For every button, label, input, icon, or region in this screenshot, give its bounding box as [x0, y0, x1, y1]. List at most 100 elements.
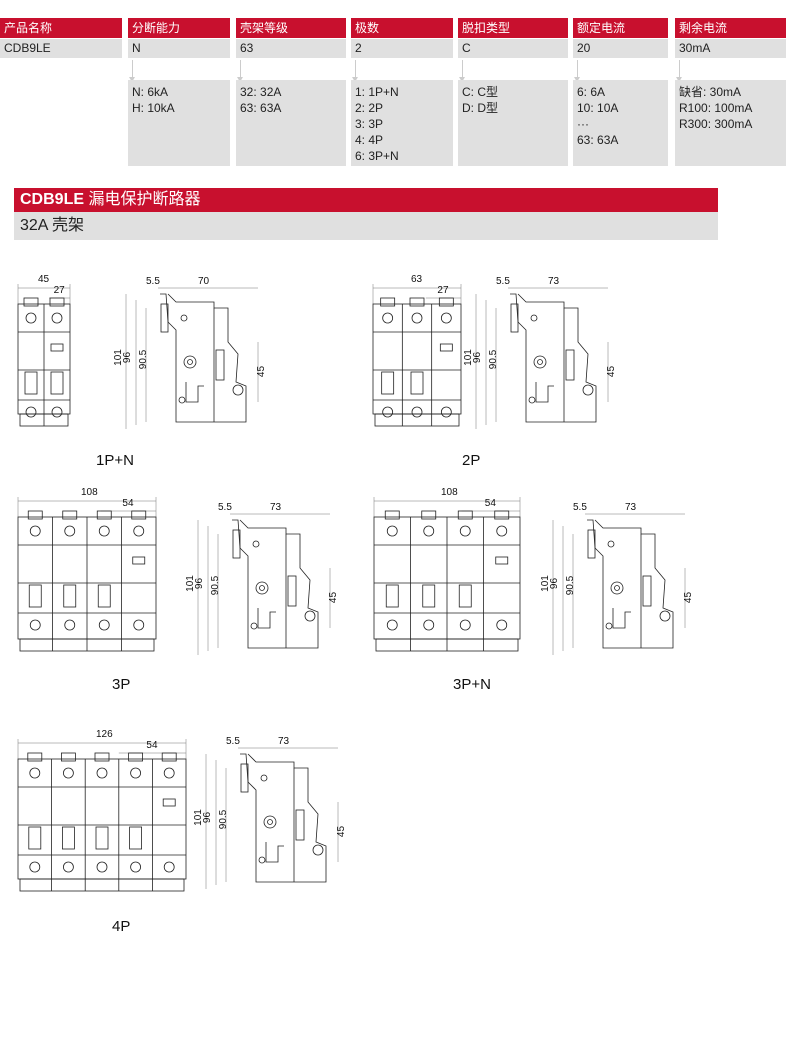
toggle-handle [63, 584, 77, 608]
arrow-down-icon [574, 60, 580, 82]
breaker-side-outline [160, 293, 247, 423]
terminal-screw-icon [96, 767, 108, 779]
dimension-label: 90.5 [138, 349, 150, 370]
terminal-screw-icon [98, 619, 110, 631]
dimension-label: 90.5 [488, 349, 500, 370]
arrow-down-icon [459, 60, 465, 82]
terminal-screw-icon [130, 767, 141, 779]
arrow-down-icon [129, 60, 135, 82]
toggle-handle [385, 584, 399, 608]
terminal-screw-icon [423, 525, 435, 537]
breaker-side-outline [587, 519, 674, 649]
toggle-handle [458, 584, 472, 608]
dimension-label: 126 [96, 729, 113, 740]
dimension-label: 108 [441, 487, 458, 498]
terminal-screw-icon [133, 525, 145, 537]
dimension-label: 5.5 [146, 276, 160, 287]
drawing-caption: 2P [462, 452, 481, 469]
dimension-label: 5.5 [496, 276, 510, 287]
dimension-label: 45 [38, 274, 50, 285]
dimension-label: 45 [336, 825, 348, 838]
toggle-handle [28, 826, 42, 850]
dimension-label: 108 [81, 487, 98, 498]
options-box: N: 6kA H: 10kA [128, 80, 230, 166]
breaker-body [17, 758, 187, 880]
toggle-handle [422, 584, 436, 608]
banner-model: CDB9LE [20, 191, 85, 208]
terminal-screw-icon [29, 525, 41, 537]
terminal-screw-icon [98, 525, 110, 537]
dimension-label: 73 [625, 502, 637, 513]
terminal-screw-icon [382, 312, 394, 324]
option-item: 1: 1P+N [355, 85, 399, 99]
terminal-screw-icon [133, 619, 145, 631]
dimension-label: 70 [198, 276, 210, 287]
toggle-handle [24, 371, 38, 395]
option-item: R100: 100mA [679, 101, 753, 115]
terminal-screw-icon [64, 525, 76, 537]
option-item: 4: 4P [355, 133, 384, 147]
toggle-handle [50, 371, 64, 395]
option-item: H: 10kA [132, 101, 175, 115]
dimension-label: 5.5 [226, 736, 240, 747]
option-item: 10: 10A [577, 101, 619, 115]
option-item: R300: 300mA [679, 117, 753, 131]
terminal-screw-icon [386, 619, 398, 631]
dimension-label: 27 [437, 285, 449, 296]
test-button-icon [162, 798, 176, 807]
terminal-screw-icon [163, 767, 175, 779]
option-item: ··· [577, 117, 589, 131]
test-button-icon [132, 556, 146, 565]
drawing-caption: 4P [112, 918, 131, 935]
terminal-screw-icon [25, 312, 37, 324]
dimension-label: 96 [202, 811, 214, 824]
terminal-screw-icon [63, 767, 74, 779]
column-header: 分断能力 [128, 18, 230, 38]
dimension-label: 5.5 [573, 502, 587, 513]
dimension-label: 63 [411, 274, 423, 285]
dimension-label: 73 [278, 736, 290, 747]
column-header: 极数 [351, 18, 453, 38]
arrow-down-icon [237, 60, 243, 82]
dimension-label: 54 [146, 740, 158, 751]
test-button-icon [50, 343, 64, 352]
column-header: 脱扣类型 [458, 18, 568, 38]
toggle-handle [95, 826, 109, 850]
terminal-screw-icon [29, 767, 41, 779]
test-button-icon [495, 556, 509, 565]
toggle-handle [62, 826, 75, 850]
option-item: D: D型 [462, 101, 499, 115]
breaker-body [372, 303, 462, 415]
dimension-label: 96 [549, 577, 561, 590]
dimension-label: 96 [472, 351, 484, 364]
column-value: 30mA [675, 39, 786, 58]
frame-size-heading: 32A 壳架 [14, 212, 718, 240]
column-value: N [128, 39, 230, 58]
dimension-label: 45 [256, 365, 268, 378]
option-item: 63: 63A [577, 133, 619, 147]
toggle-handle [129, 826, 142, 850]
dimension-label: 90.5 [218, 809, 230, 830]
drawing-caption: 1P+N [96, 452, 134, 469]
breaker-side-outline [240, 753, 327, 883]
breaker-side-outline [510, 293, 597, 423]
dimension-label: 90.5 [565, 575, 577, 596]
terminal-screw-icon [440, 406, 452, 418]
terminal-screw-icon [29, 861, 41, 873]
column-header: 剩余电流 [675, 18, 786, 38]
terminal-screw-icon [130, 861, 141, 873]
terminal-screw-icon [382, 406, 394, 418]
terminal-screw-icon [459, 525, 471, 537]
option-item: N: 6kA [132, 85, 169, 99]
option-item: 32: 32A [240, 85, 282, 99]
dimension-label: 73 [548, 276, 560, 287]
